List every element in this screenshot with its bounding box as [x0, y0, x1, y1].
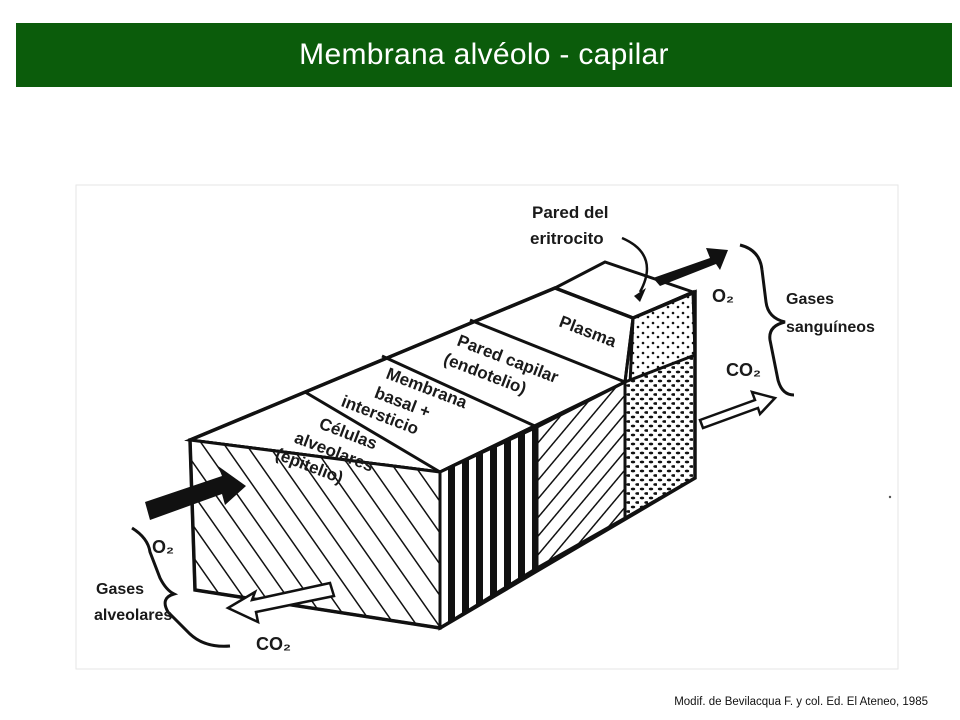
label-pared-eritrocito-1: Pared del	[532, 203, 609, 222]
layer-divider-1	[304, 390, 441, 474]
pared-eritrocito-pointer-head	[634, 288, 646, 302]
label-membrana: Membrana basal + intersticio	[339, 364, 471, 439]
label-gases-sanguineos-1: Gases	[786, 291, 834, 308]
co2-alveolar-arrow	[225, 581, 336, 625]
o2-alveolar-arrow	[145, 466, 246, 520]
layer-divider-3	[469, 318, 626, 384]
o2-blood-label: O₂	[712, 286, 734, 306]
image-credit: Modif. de Bevilacqua F. y col. Ed. El At…	[674, 696, 928, 708]
label-pared-eritrocito-2: eritrocito	[530, 229, 604, 248]
label-gases-alveolares-2: alveolares	[94, 607, 172, 624]
brace-gases-alveolares	[131, 526, 231, 648]
block-outline	[188, 286, 697, 630]
label-gases-sanguineos-2: sanguíneos	[786, 319, 875, 336]
figure-speck	[888, 495, 892, 499]
o2-alveolar-label: O₂	[152, 537, 174, 557]
layer-divider-2	[381, 354, 538, 429]
slide-title: Membrana alvéolo - capilar	[299, 38, 669, 71]
co2-blood-label: CO₂	[726, 360, 761, 380]
label-gases-alveolares-1: Gases	[96, 581, 144, 598]
o2-blood-arrow	[653, 248, 728, 286]
title-bar: Membrana alvéolo - capilar	[16, 23, 952, 87]
brace-gases-sanguineos	[739, 243, 795, 397]
co2-alveolar-label: CO₂	[256, 634, 291, 654]
pared-eritrocito-pointer	[621, 236, 649, 293]
co2-blood-arrow	[698, 390, 778, 430]
